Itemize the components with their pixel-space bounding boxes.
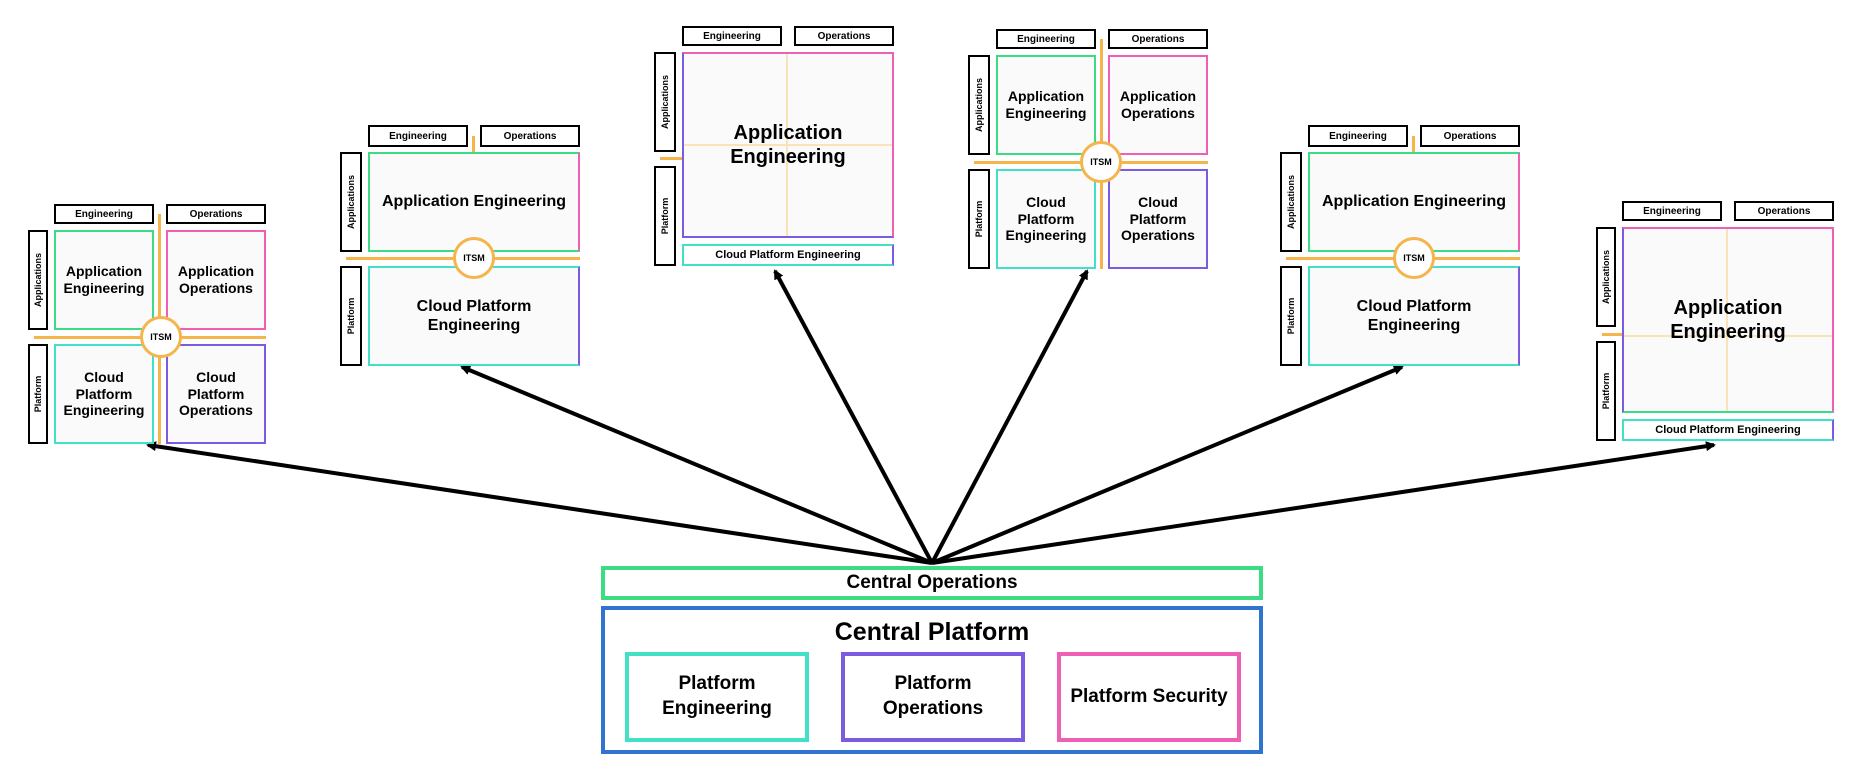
header-engineering: Engineering: [682, 26, 782, 46]
arrow-to-model-4: [930, 269, 1089, 564]
header-engineering: Engineering: [368, 125, 468, 147]
side-platform: Platform: [1280, 266, 1302, 366]
arrow-to-model-3: [773, 269, 934, 564]
side-platform: Platform: [654, 166, 676, 266]
central-platform-title: Central Platform: [834, 618, 1030, 646]
side-applications: Applications: [654, 52, 676, 152]
side-applications: Applications: [340, 152, 362, 252]
header-engineering: Engineering: [1622, 201, 1722, 221]
side-applications: Applications: [968, 55, 990, 155]
side-applications: Applications: [1280, 152, 1302, 252]
side-applications: Applications: [28, 230, 48, 330]
cell-application-engineering: Application Engineering: [368, 152, 580, 252]
arrow-to-model-5: [931, 365, 1404, 565]
cell-cloud-platform-engineering: Cloud Platform Engineering: [996, 169, 1096, 269]
arrow-to-model-1: [146, 441, 933, 565]
side-platform: Platform: [28, 344, 48, 444]
cell-cloud-platform-operations: Cloud Platform Operations: [166, 344, 266, 444]
axis-stub-left: [1602, 333, 1622, 336]
itsm-circle: ITSM: [1080, 141, 1122, 183]
header-engineering: Engineering: [54, 204, 154, 224]
header-operations: Operations: [1420, 125, 1520, 147]
bar-cloud-platform-engineering: Cloud Platform Engineering: [682, 244, 894, 266]
label-application-engineering: Application Engineering: [730, 122, 846, 168]
cell-application-engineering: Application Engineering: [1308, 152, 1520, 252]
itsm-circle: ITSM: [453, 237, 495, 279]
label-application-engineering: Application Engineering: [1670, 297, 1786, 343]
cell-application-operations: Application Operations: [166, 230, 266, 330]
bar-cloud-platform-engineering: Cloud Platform Engineering: [1622, 419, 1834, 441]
side-applications: Applications: [1596, 227, 1616, 327]
cell-cloud-platform-engineering: Cloud Platform Engineering: [368, 266, 580, 366]
cell-application-engineering: Application Engineering: [54, 230, 154, 330]
arrow-to-model-2: [460, 365, 933, 565]
side-platform: Platform: [1596, 341, 1616, 441]
side-platform: Platform: [968, 169, 990, 269]
platform-security-box: Platform Security: [1057, 652, 1241, 742]
header-operations: Operations: [794, 26, 894, 46]
header-engineering: Engineering: [996, 29, 1096, 49]
central-operations-box: Central Operations: [601, 566, 1263, 600]
central-platform-box: Central Platform Platform Engineering Pl…: [601, 606, 1263, 754]
platform-operations-box: Platform Operations: [841, 652, 1025, 742]
cell-cloud-platform-engineering: Cloud Platform Engineering: [54, 344, 154, 444]
cell-application-operations: Application Operations: [1108, 55, 1208, 155]
axis-stub-left: [660, 157, 682, 160]
cell-cloud-platform-engineering: Cloud Platform Engineering: [1308, 266, 1520, 366]
header-operations: Operations: [480, 125, 580, 147]
platform-engineering-box: Platform Engineering: [625, 652, 809, 742]
itsm-circle: ITSM: [140, 316, 182, 358]
cell-application-engineering: Application Engineering: [682, 52, 894, 238]
cell-application-engineering: Application Engineering: [1622, 227, 1834, 413]
itsm-circle: ITSM: [1393, 237, 1435, 279]
side-platform: Platform: [340, 266, 362, 366]
header-engineering: Engineering: [1308, 125, 1408, 147]
cell-application-engineering: Application Engineering: [996, 55, 1096, 155]
cell-cloud-platform-operations: Cloud Platform Operations: [1108, 169, 1208, 269]
arrow-to-model-6: [931, 441, 1716, 565]
header-operations: Operations: [1108, 29, 1208, 49]
header-operations: Operations: [166, 204, 266, 224]
header-operations: Operations: [1734, 201, 1834, 221]
